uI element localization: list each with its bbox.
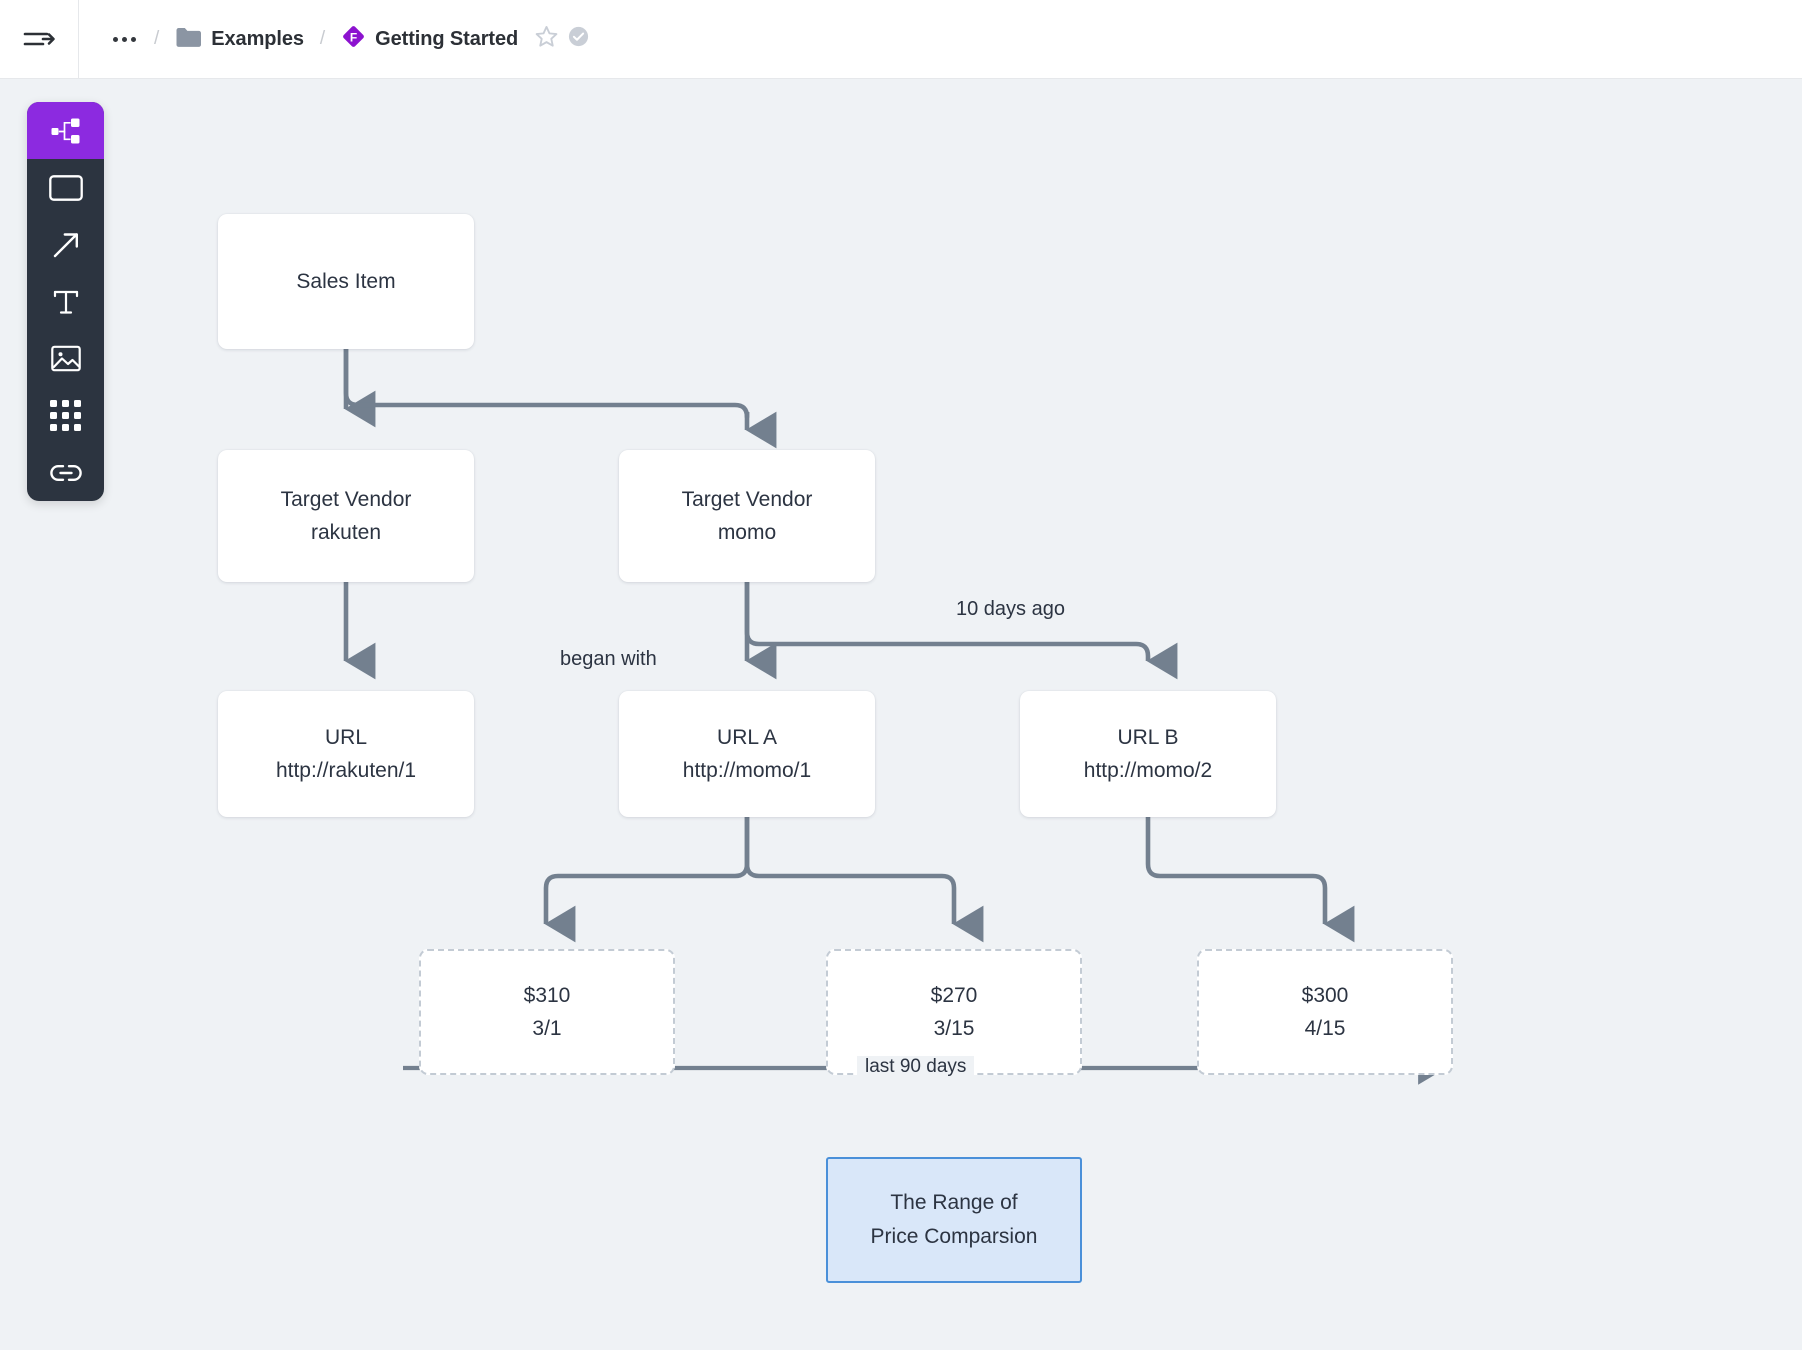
dot-1 (113, 36, 118, 42)
shape-tool[interactable] (27, 159, 104, 216)
node-target-vendor-rakuten[interactable]: Target Vendor rakuten (218, 450, 474, 582)
node-price-300[interactable]: $300 4/15 (1197, 949, 1453, 1075)
image-tool[interactable] (27, 330, 104, 387)
figjam-diamond-icon: F (341, 24, 366, 54)
node-url-a[interactable]: URL A http://momo/1 (619, 691, 875, 817)
edge-label-began-with[interactable]: began with (560, 648, 657, 670)
node-price-270-date: 3/15 (933, 1017, 975, 1040)
node-price-310[interactable]: $310 3/1 (419, 949, 675, 1075)
dot-3 (131, 36, 136, 42)
link-tool[interactable] (27, 444, 104, 501)
node-price-310-amount: $310 (523, 984, 571, 1007)
node-price-310-date: 3/1 (532, 1017, 562, 1040)
node-momo-value: momo (717, 521, 777, 544)
breadcrumb-separator-1: / (154, 28, 160, 49)
connector-tool[interactable] (27, 216, 104, 273)
dot-2 (122, 36, 127, 42)
arrow-diagonal-icon (51, 230, 81, 260)
node-url-a-title: URL A (717, 726, 777, 749)
breadcrumb-item-getting-started[interactable]: F Getting Started (335, 20, 524, 58)
main-menu-button[interactable] (0, 0, 79, 78)
node-url-b[interactable]: URL B http://momo/2 (1020, 691, 1276, 817)
summary-line-1: The Range of (890, 1191, 1018, 1214)
node-price-270-amount: $270 (930, 984, 978, 1007)
node-url-rakuten-value: http://rakuten/1 (275, 759, 417, 782)
widgets-tool[interactable] (27, 387, 104, 444)
breadcrumb: / Examples / F Getting Started (79, 0, 590, 78)
node-price-300-date: 4/15 (1304, 1017, 1346, 1040)
diagram-tool[interactable] (27, 102, 104, 159)
node-rakuten-value: rakuten (310, 521, 382, 544)
text-T-icon (52, 288, 80, 316)
text-tool[interactable] (27, 273, 104, 330)
menu-arrow-icon (22, 27, 56, 51)
rectangle-icon (48, 174, 83, 201)
node-price-270[interactable]: $270 3/15 (826, 949, 1082, 1075)
link-chain-icon (49, 462, 82, 484)
summary-line-2: Price Comparsion (870, 1225, 1038, 1248)
node-url-rakuten-title: URL (324, 726, 367, 749)
edge-momo-to-urlb-elbow (744, 582, 1151, 659)
edge-urla-to-price270 (744, 817, 984, 943)
dots-grid-icon (50, 400, 81, 431)
breadcrumb-separator-2: / (319, 28, 326, 49)
folder-icon (175, 26, 202, 53)
node-target-vendor-momo[interactable]: Target Vendor momo (619, 450, 875, 582)
edge-urlb-to-price300 (1145, 817, 1355, 943)
node-url-rakuten[interactable]: URL http://rakuten/1 (218, 691, 474, 817)
node-url-b-title: URL B (1117, 726, 1179, 749)
svg-text:F: F (350, 30, 357, 44)
star-outline-icon[interactable] (534, 24, 559, 54)
diagram: Sales Item Target Vendor rakuten Target … (0, 79, 1802, 1350)
node-rakuten-title: Target Vendor (280, 488, 412, 511)
top-bar: / Examples / F Getting Started (0, 0, 1802, 79)
breadcrumb-overflow-button[interactable] (105, 31, 144, 48)
canvas[interactable]: Sales Item Target Vendor rakuten Target … (0, 79, 1802, 1350)
summary-box-price-comparison[interactable]: The Range of Price Comparsion (826, 1157, 1082, 1283)
left-toolbar (27, 102, 104, 501)
node-price-300-amount: $300 (1301, 984, 1349, 1007)
edge-sales-to-momo-elbow (343, 349, 750, 420)
node-url-b-value: http://momo/2 (1083, 759, 1213, 782)
image-icon (50, 345, 81, 372)
check-circle-icon (567, 25, 590, 53)
edge-urla-to-price310 (543, 817, 750, 943)
node-sales-item-title: Sales Item (296, 270, 396, 293)
breadcrumb-label-examples: Examples (211, 27, 304, 50)
node-url-a-value: http://momo/1 (682, 759, 812, 782)
edge-label-10-days-ago[interactable]: 10 days ago (956, 598, 1065, 620)
breadcrumb-item-examples[interactable]: Examples (169, 22, 310, 57)
breadcrumb-label-getting-started: Getting Started (375, 27, 519, 50)
diagram-nodes-icon (51, 118, 81, 144)
node-sales-item[interactable]: Sales Item (218, 214, 474, 349)
timeline-label-last-90-days[interactable]: last 90 days (857, 1056, 975, 1078)
node-momo-title: Target Vendor (681, 488, 813, 511)
